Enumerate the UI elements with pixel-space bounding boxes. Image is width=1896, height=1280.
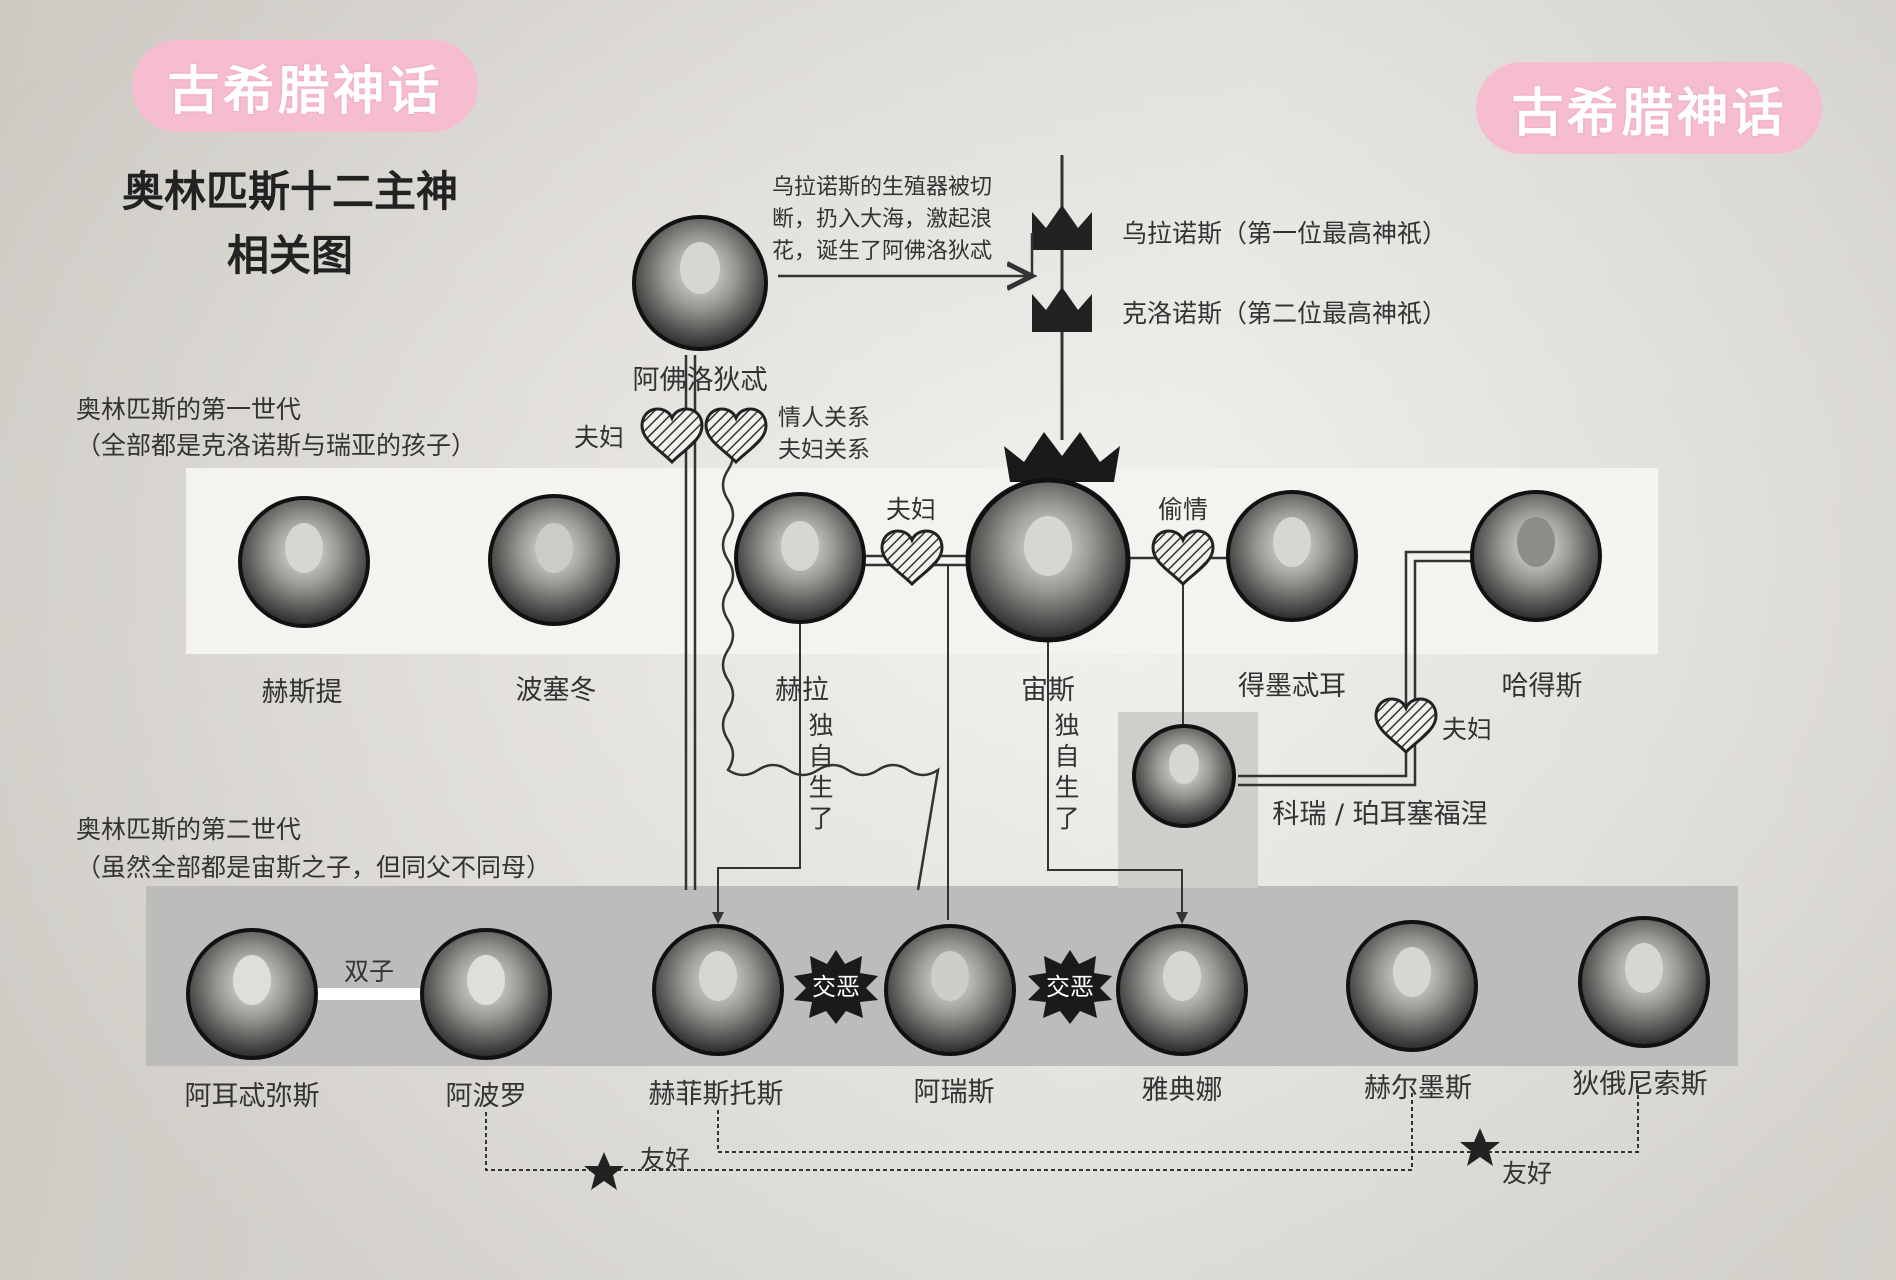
arrow-icon — [712, 912, 724, 924]
heart-icon — [880, 529, 944, 587]
generation2-title: 奥林匹斯的第二世代 — [76, 815, 302, 844]
twins-label: 双子 — [344, 957, 395, 986]
portrait-hephaestus[interactable] — [652, 924, 784, 1056]
hades-kore-spouse-label: 夫妇 — [1442, 715, 1493, 744]
diagram-title: 奥林匹斯十二主神 相关图 — [60, 160, 520, 288]
generation1-title: 奥林匹斯的第一世代 — [76, 395, 302, 424]
bad-label: 交恶 — [1046, 973, 1094, 1001]
hera-zeus-spouse-label: 夫妇 — [886, 495, 937, 524]
legend-spouse-short: 夫妇 — [574, 423, 625, 452]
heart-icon — [640, 407, 704, 465]
name-apollo: 阿波罗 — [445, 1081, 527, 1112]
title-line2: 相关图 — [226, 231, 353, 280]
portrait-kore[interactable] — [1132, 724, 1236, 828]
alone-line — [717, 620, 801, 920]
generation1-note: （全部都是克洛诺斯与瑞亚的孩子） — [76, 431, 477, 460]
heart-icon — [704, 407, 768, 465]
burst-icon — [794, 950, 878, 1024]
friendly-line — [485, 1088, 1413, 1171]
star-icon — [1460, 1128, 1500, 1166]
name-hera: 赫拉 — [775, 675, 829, 706]
portrait-poseidon[interactable] — [488, 494, 620, 626]
name-zeus: 宙斯 — [1021, 675, 1075, 706]
cronus-label: 克洛诺斯（第二位最高神祇） — [1122, 299, 1448, 328]
friendly-label: 友好 — [1502, 1159, 1553, 1188]
portrait-aphrodite[interactable] — [632, 215, 768, 351]
burst-icon — [1028, 950, 1112, 1024]
name-hades: 哈得斯 — [1501, 671, 1583, 702]
name-hephaestus: 赫菲斯托斯 — [648, 1079, 784, 1110]
star-icon — [584, 1152, 624, 1190]
portrait-hestia[interactable] — [238, 496, 370, 628]
legend-spouse: 夫妇关系 — [778, 437, 870, 463]
uranus-label: 乌拉诺斯（第一位最高神祇） — [1122, 219, 1448, 248]
portrait-artemis[interactable] — [186, 928, 318, 1060]
crown-icon — [1032, 287, 1092, 332]
alone-line — [1047, 630, 1183, 920]
portrait-apollo[interactable] — [420, 928, 552, 1060]
name-poseidon: 波塞冬 — [515, 675, 597, 706]
lover-line — [721, 439, 940, 891]
name-athena: 雅典娜 — [1141, 1075, 1223, 1106]
hera-alone-label: 独自生了 — [808, 711, 834, 833]
portrait-athena[interactable] — [1116, 924, 1248, 1056]
name-ares: 阿瑞斯 — [913, 1077, 995, 1108]
name-demeter: 得墨忒耳 — [1238, 671, 1346, 702]
spouse-line — [1238, 559, 1477, 787]
crown-icon — [1004, 432, 1120, 482]
spouse-line — [1238, 550, 1477, 778]
arrow-icon — [1176, 912, 1188, 924]
portrait-hermes[interactable] — [1346, 920, 1478, 1052]
portrait-hades[interactable] — [1470, 490, 1602, 622]
generation2-note: （虽然全部都是宙斯之子，但同父不同母） — [76, 853, 552, 882]
name-dionysus: 狄俄尼索斯 — [1572, 1069, 1708, 1100]
portrait-demeter[interactable] — [1226, 490, 1358, 622]
name-kore: 科瑞 / 珀耳塞福涅 — [1272, 799, 1488, 830]
bad-label: 交恶 — [812, 973, 860, 1001]
friendly-line — [717, 1088, 1639, 1153]
name-artemis: 阿耳忒弥斯 — [184, 1081, 320, 1112]
legend-lover: 情人关系 — [778, 405, 870, 431]
title-line1: 奥林匹斯十二主神 — [121, 167, 458, 216]
badge-left: 古希腊神话 — [132, 40, 478, 132]
badge-right: 古希腊神话 — [1476, 62, 1822, 154]
name-aphrodite: 阿佛洛狄忒 — [632, 365, 768, 396]
portrait-dionysus[interactable] — [1578, 916, 1710, 1048]
heart-icon — [1151, 529, 1215, 587]
affair-label: 偷情 — [1158, 495, 1209, 524]
portrait-hera[interactable] — [734, 492, 866, 624]
zeus-alone-label: 独自生了 — [1054, 711, 1080, 833]
portrait-ares[interactable] — [884, 924, 1016, 1056]
name-hestia: 赫斯提 — [261, 677, 343, 708]
aphrodite-birth-note: 乌拉诺斯的生殖器被切断，扔入大海，激起浪花，诞生了阿佛洛狄忒 — [772, 175, 993, 264]
name-hermes: 赫尔墨斯 — [1364, 1073, 1472, 1104]
heart-icon — [1374, 697, 1438, 755]
twins-link — [316, 988, 424, 1000]
friendly-label: 友好 — [640, 1145, 691, 1174]
portrait-zeus[interactable] — [965, 477, 1131, 643]
crown-icon — [1032, 205, 1092, 250]
